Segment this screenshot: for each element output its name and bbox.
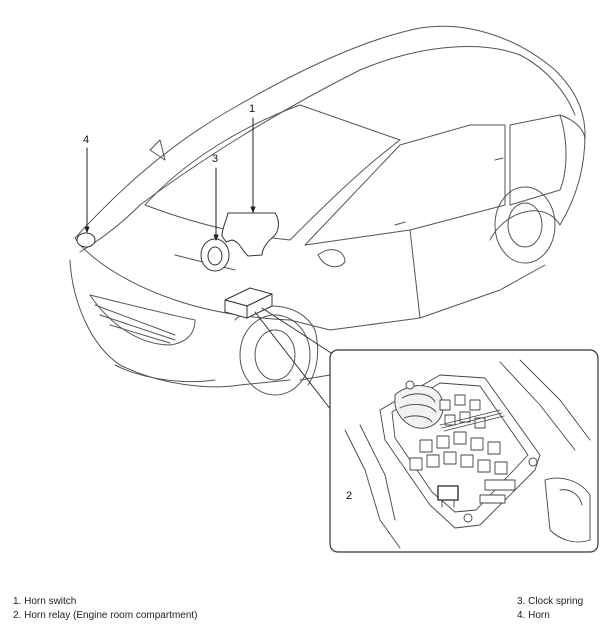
callout-label-3: 3 (212, 153, 219, 165)
legend-item-horn: 4. Horn (517, 610, 550, 621)
component-location-diagram (69, 25, 599, 553)
callout-label-2: 2 (346, 490, 353, 502)
horn-switch-shape (221, 212, 279, 257)
callout-label-4: 4 (83, 134, 90, 146)
horn-relay-shape (437, 485, 459, 501)
callout-label-1: 1 (249, 103, 256, 115)
relay-box-on-car (224, 287, 273, 319)
horn-shape (76, 232, 96, 248)
clock-spring-shape (200, 238, 230, 272)
car-illustration (69, 25, 586, 396)
legend-item-horn-switch: 1. Horn switch (13, 596, 77, 607)
legend-item-clock-spring: 3. Clock spring (517, 596, 584, 607)
inset-connector-line (254, 311, 336, 416)
legend-item-horn-relay: 2. Horn relay (Engine room compartment) (13, 610, 198, 621)
engine-fuse-box-illustration (344, 359, 591, 549)
